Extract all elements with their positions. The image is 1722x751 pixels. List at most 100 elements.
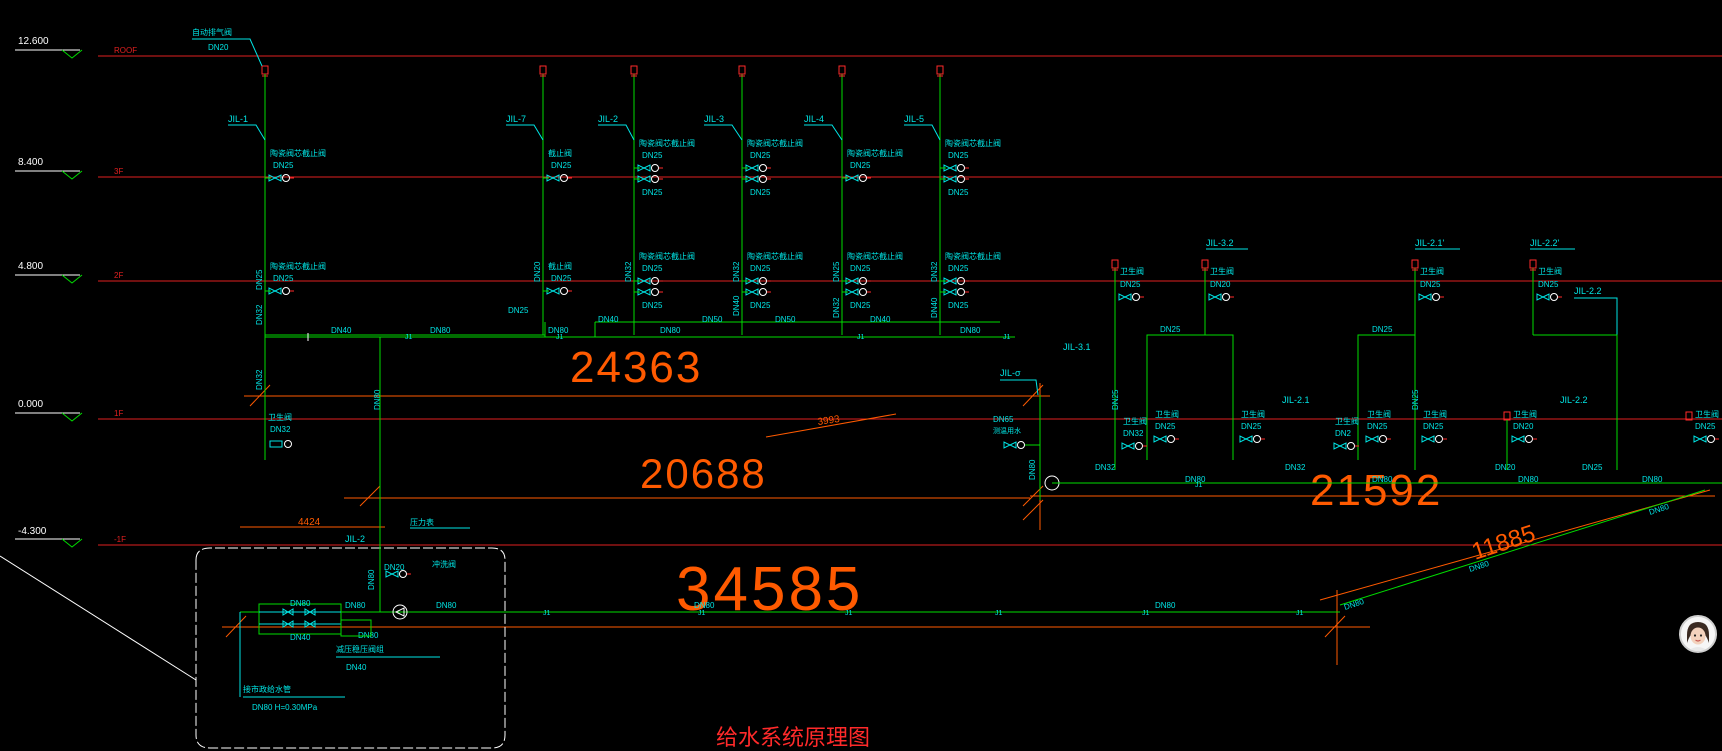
tap-icon [759, 175, 767, 183]
valve-icon [1365, 435, 1379, 443]
vent-valve-icon [738, 65, 746, 75]
fixture-note: 陶瓷阀芯截止阀 [847, 251, 903, 261]
riser-label: JIL-5 [904, 114, 924, 124]
tap-icon [282, 174, 290, 182]
fixture-note: 陶瓷阀芯截止阀 [945, 138, 1001, 148]
riser-label: JIL-2.2' [1530, 238, 1560, 248]
pipe-size-label: DN80 [430, 326, 451, 335]
vent-valve-icon [936, 65, 944, 75]
pipe-size-label: DN25 [1111, 389, 1120, 410]
pipe-size-label: DN2 [1335, 429, 1352, 438]
leader-line [228, 124, 266, 141]
tap-icon [957, 288, 965, 296]
vent-valve-icon [1411, 259, 1419, 269]
fixture-note: 卫生阀 [1155, 409, 1179, 419]
tap-icon [651, 175, 659, 183]
valve-icon [1153, 435, 1167, 443]
tap-icon [1132, 293, 1140, 301]
pipe-size-label: DN25 [1155, 422, 1176, 431]
pipe-size-label: DN25 [1695, 422, 1716, 431]
main-pipe [1339, 489, 1706, 606]
elevation-label: 0.000 [18, 399, 43, 410]
floor-tag: 2F [114, 271, 123, 280]
dimension-value: 21592 [1310, 466, 1442, 515]
pipe-size-label: DN32 [930, 261, 939, 282]
pipe-size-label: DN65 [993, 415, 1014, 424]
tap-icon [560, 174, 568, 182]
pump-set-box [258, 603, 342, 635]
tap-icon [651, 288, 659, 296]
pipe-marker: J1 [1296, 610, 1304, 617]
check-valve-icon [304, 620, 316, 628]
branch-pipe [1146, 334, 1234, 460]
elevation-label: 8.400 [18, 157, 43, 168]
riser-label: JIL-2 [345, 534, 365, 544]
pipe-marker: J1 [556, 334, 564, 341]
tap-icon [957, 164, 965, 172]
pipe-size-label: DN25 [551, 161, 572, 170]
tap-icon [1379, 435, 1387, 443]
elevation-label: 12.600 [18, 36, 49, 47]
pipe-size-label: DN25 [750, 264, 771, 273]
riser-label: JIL-1 [228, 114, 248, 124]
pipe-marker: J1 [995, 610, 1003, 617]
pipe-size-label: DN25 [948, 188, 969, 197]
pump-icon [392, 604, 408, 620]
check-valve-icon [304, 608, 316, 616]
pipe-size-label: DN32 [270, 425, 291, 434]
tap-icon [1347, 442, 1355, 450]
dimension-value: 20688 [640, 450, 767, 497]
riser-label: JIL-2 [598, 114, 618, 124]
pipe-size-label: DN80 [373, 389, 382, 410]
fixture-note: 陶瓷阀芯截止阀 [747, 138, 803, 148]
riser-label: JIL-2.2 [1574, 286, 1602, 296]
pipe-size-label: DN25 [1372, 325, 1393, 334]
fixture-note: 陶瓷阀芯截止阀 [270, 148, 326, 158]
pipe-marker: J1 [1003, 334, 1011, 341]
pipe-size-label: DN25 [850, 161, 871, 170]
fixture-note: 陶瓷阀芯截止阀 [639, 251, 695, 261]
pipe-marker: J1 [698, 610, 706, 617]
tap-icon [282, 287, 290, 295]
pipe-size-label: DN25 [750, 188, 771, 197]
fixture-note: 卫生阀 [1695, 409, 1719, 419]
riser-label: JIL-7 [506, 114, 526, 124]
tap-icon [1435, 435, 1443, 443]
tap-icon [1550, 293, 1558, 301]
pipe-size-label: DN25 [1420, 280, 1441, 289]
pipe-size-label: DN25 [642, 264, 663, 273]
pipe-size-label: DN25 [642, 301, 663, 310]
pipe-size-label: DN32 [1095, 463, 1116, 472]
dimension-tick [225, 615, 247, 638]
riser-label: JIL-σ [1000, 368, 1021, 378]
tap-icon [957, 175, 965, 183]
pipe-size-label: DN25 [273, 161, 294, 170]
pipe-size-label: DN80 [436, 601, 457, 610]
pipe-size-label: DN25 [1120, 280, 1141, 289]
fixture-note: 卫生阀 [1538, 266, 1562, 276]
floor-tag: -1F [114, 535, 126, 544]
dimension-tick [249, 384, 271, 407]
fixture-note: 卫生阀 [268, 412, 292, 422]
pipe-size-label: DN25 [1411, 389, 1420, 410]
pipe-size-label: DN32 [732, 261, 741, 282]
vent-valve-icon [261, 65, 269, 75]
pipe-marker: J1 [1195, 482, 1203, 489]
pipe-size-label: DN25 [508, 306, 529, 315]
tap-icon [859, 277, 867, 285]
leader-line [506, 124, 544, 141]
fixture-note: 卫生阀 [1513, 409, 1537, 419]
pipe-size-label: DN40 [870, 315, 891, 324]
pipe-size-label: DN25 [1367, 422, 1388, 431]
branch-pipe [1533, 334, 1618, 470]
assistant-avatar[interactable] [1679, 615, 1717, 653]
dimension-value: 11885 [1469, 520, 1539, 566]
pipe-size-label: DN40 [331, 326, 352, 335]
pipe-size-label: DN20 [208, 43, 229, 52]
pipe-size-label: DN80 [1518, 475, 1539, 484]
tap-icon [859, 288, 867, 296]
valve-icon [1239, 435, 1253, 443]
tap-icon [560, 287, 568, 295]
elevation-label: -4.300 [18, 526, 47, 537]
pipe-size-label: DN25 [750, 151, 771, 160]
